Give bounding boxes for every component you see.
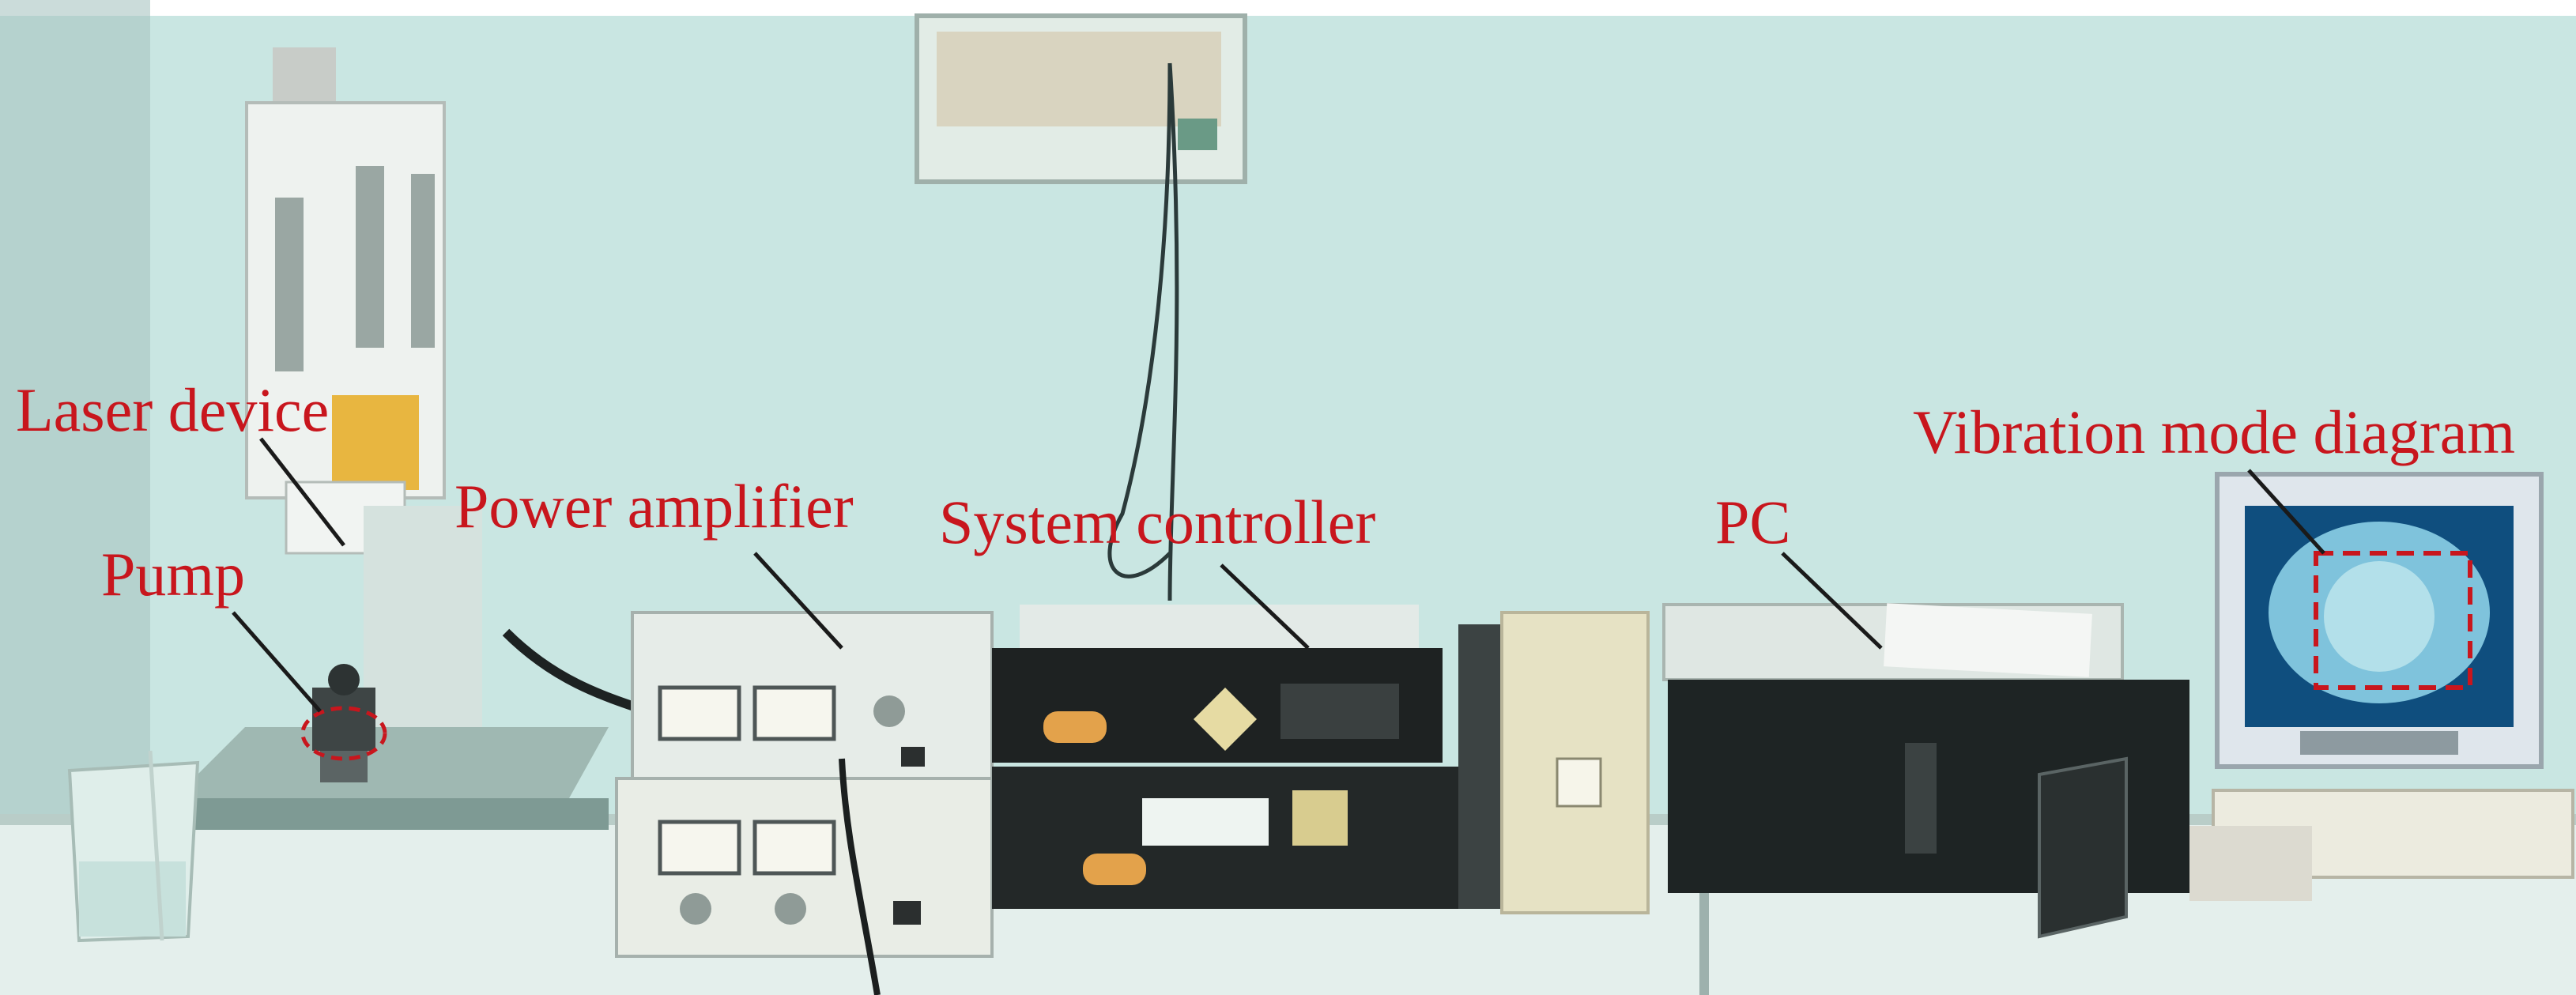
system-controller [992,605,1522,909]
power-amplifier [615,611,994,995]
pump [312,664,375,782]
vibration-highlight-box [2314,551,2472,690]
power-amplifier-leader [753,552,843,650]
pc-leader [1781,552,1883,650]
pump-label: Pump [101,540,246,609]
laser-device [245,47,650,727]
beaker [67,750,200,943]
pump-leader [232,611,322,713]
vibration-mode-leader [2247,469,2325,555]
system-controller-label: System controller [939,488,1376,556]
laser-device-label: Laser device [16,375,330,444]
vibration-mode-diagram-label: Vibration mode diagram [1913,398,2516,466]
pc [1662,603,2189,939]
pump-highlight-ellipse [300,706,387,761]
power-amplifier-label: Power amplifier [454,472,854,541]
laser-base [174,727,609,830]
pc-label: PC [1715,488,1791,556]
laser-device-leader [259,437,345,547]
system-controller-leader [1220,563,1310,650]
monitor [2189,472,2574,901]
ups [1500,611,1650,914]
wall-electrical-box [915,13,1247,601]
